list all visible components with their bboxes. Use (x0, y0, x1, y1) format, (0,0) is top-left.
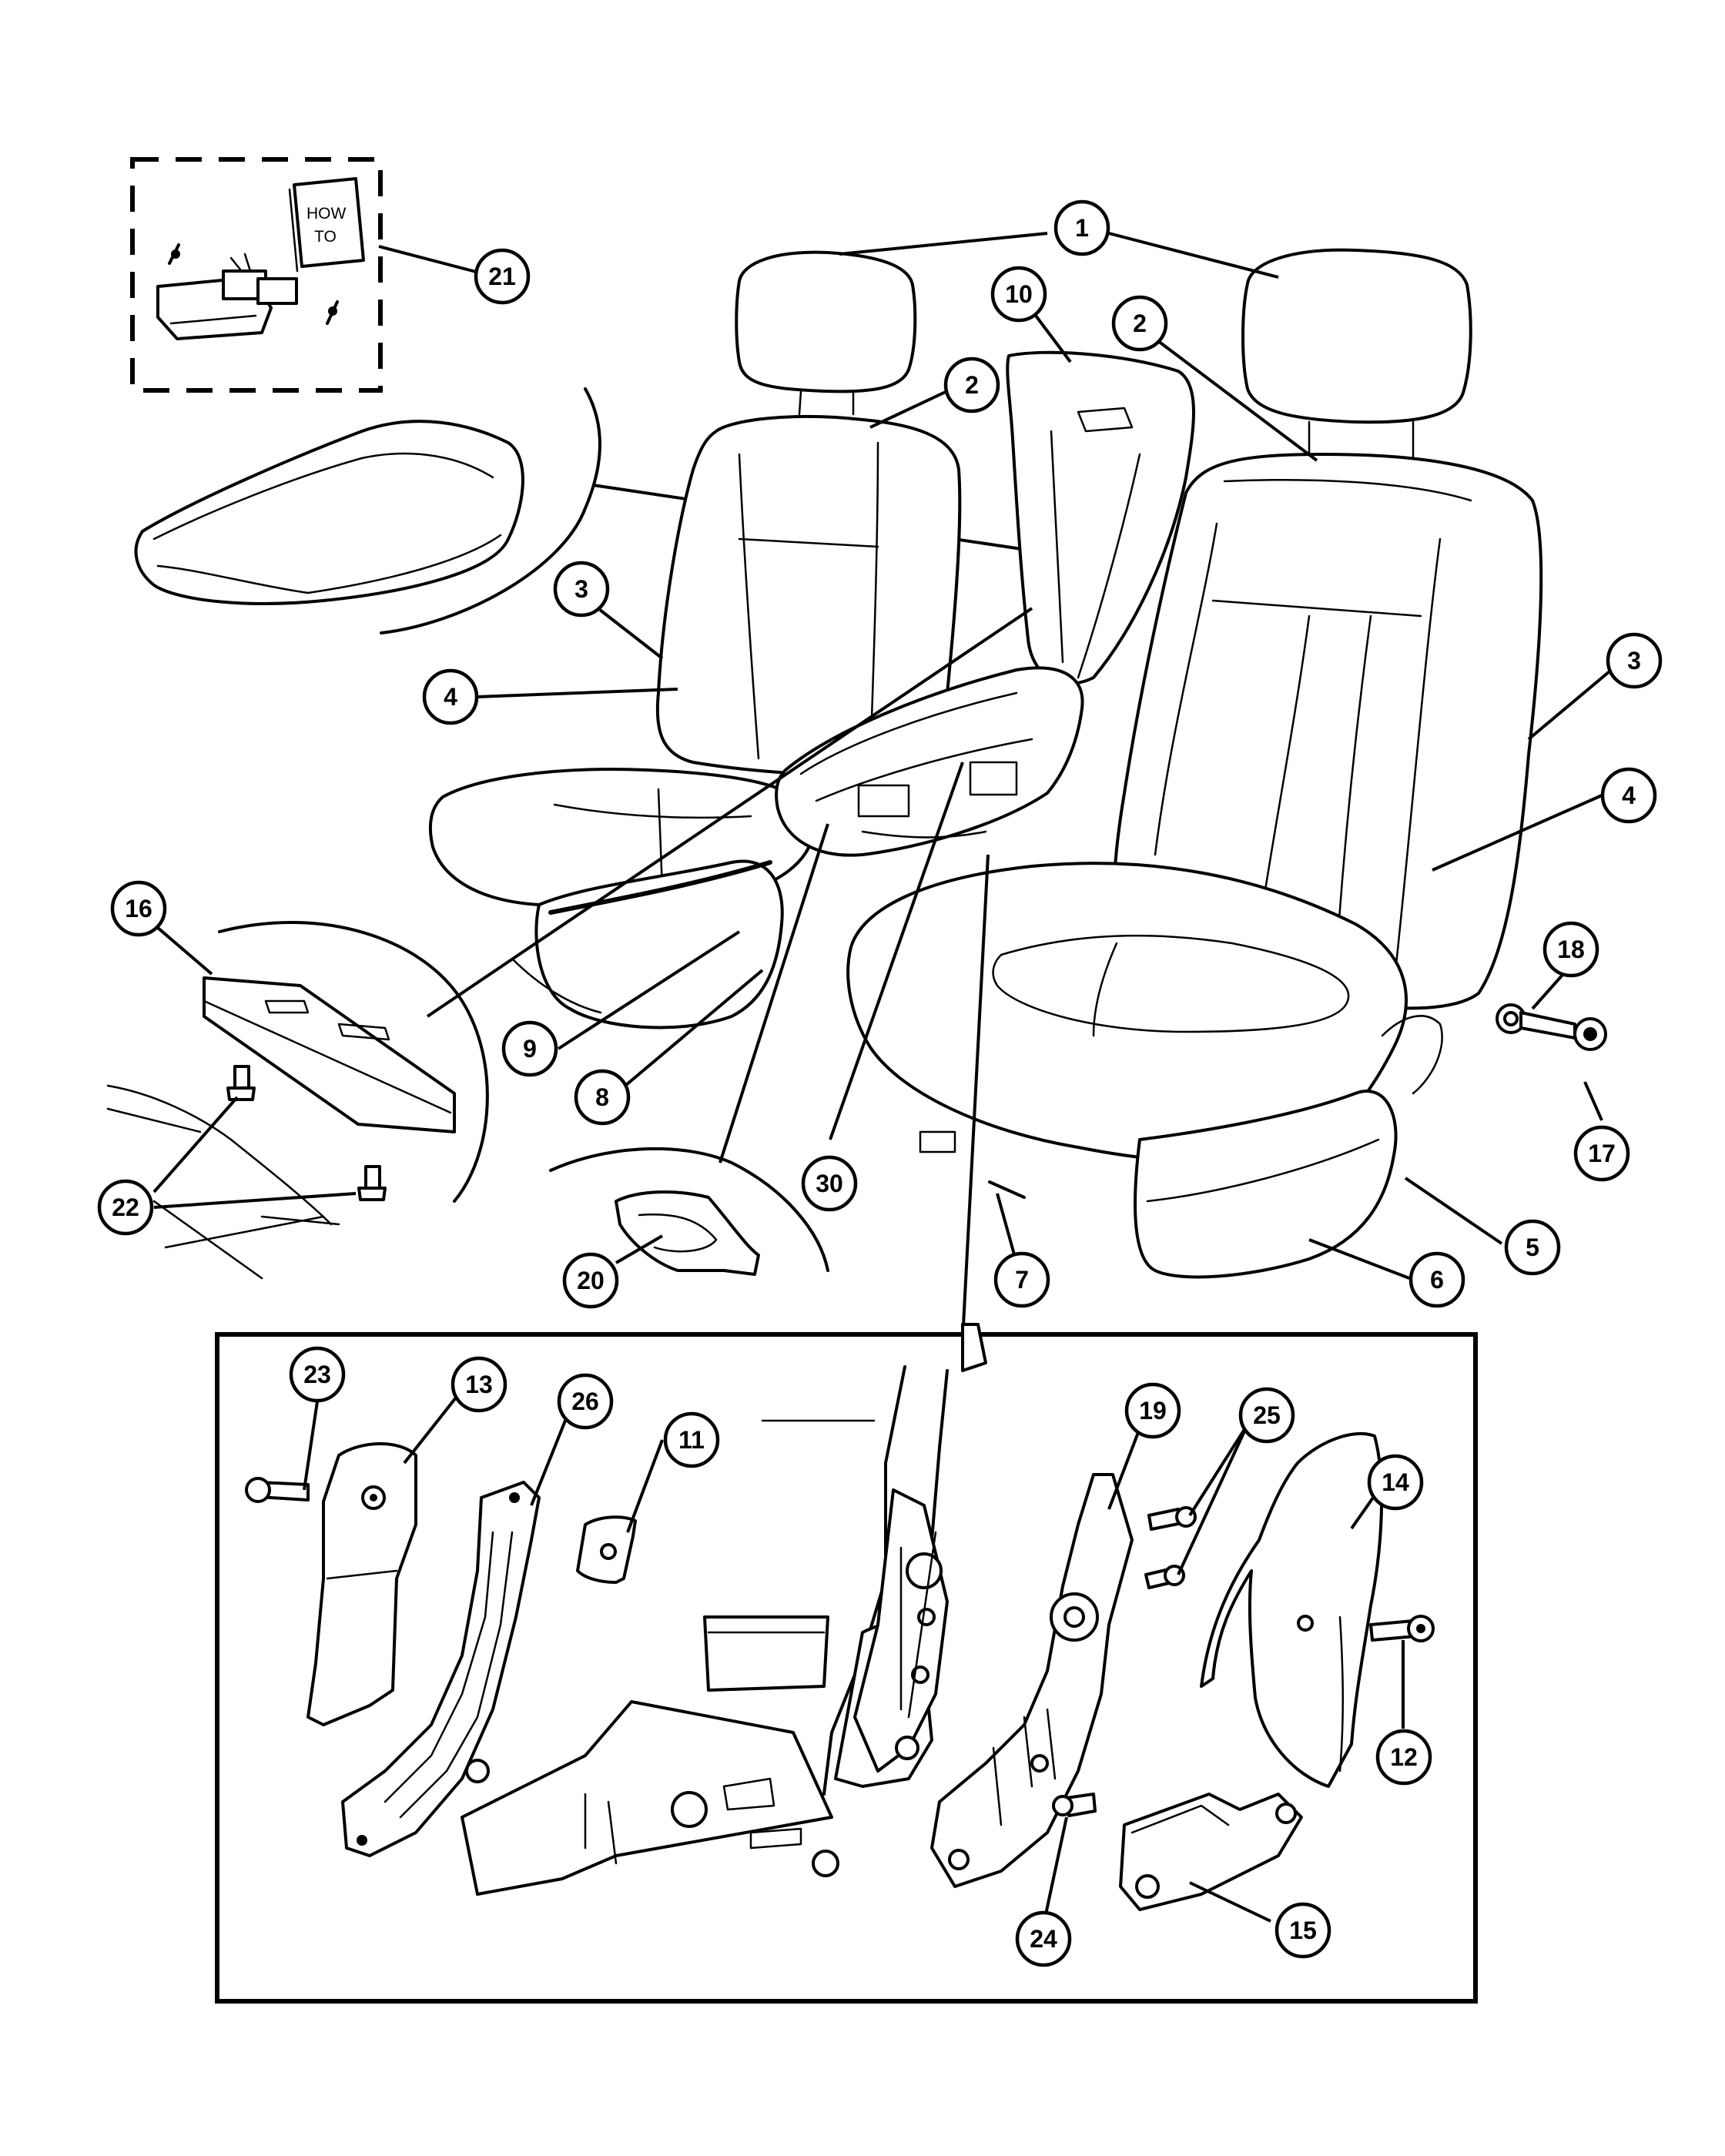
callout-label: 8 (595, 1083, 609, 1111)
callout-label: 13 (465, 1371, 493, 1398)
callout-19: 19 (1124, 1382, 1181, 1439)
callout-label: 9 (523, 1035, 537, 1063)
left-seat (428, 250, 962, 1029)
callout-label: 4 (1622, 782, 1636, 809)
instruction-booklet-icon: HOW TO (288, 177, 365, 273)
callout-label: 6 (1430, 1266, 1444, 1294)
callout-label: 15 (1289, 1917, 1317, 1944)
callout-3: 3 (553, 561, 610, 618)
callout-25: 25 (1238, 1387, 1295, 1444)
armrest-lid-detail (134, 387, 1033, 634)
booklet-line2: TO (314, 228, 337, 246)
callout-14: 14 (1367, 1454, 1424, 1511)
callout-label: 23 (303, 1361, 331, 1388)
callout-label: 24 (1030, 1925, 1057, 1953)
callout-label: 1 (1075, 214, 1089, 242)
callout-7: 7 (993, 1251, 1050, 1308)
repair-kit-box: HOW TO (130, 157, 383, 393)
latch-cover-detail (549, 1147, 829, 1276)
callout-2: 2 (943, 357, 1000, 413)
inset-parts (245, 1323, 1435, 1911)
callout-label: 11 (678, 1426, 705, 1454)
callout-label: 19 (1139, 1397, 1167, 1424)
callout-label: 14 (1382, 1468, 1409, 1496)
callout-label: 25 (1253, 1401, 1281, 1429)
callout-4: 4 (1600, 767, 1657, 824)
callout-6: 6 (1408, 1251, 1465, 1308)
callout-12: 12 (1375, 1729, 1432, 1786)
callout-label: 2 (965, 371, 979, 399)
callout-16: 16 (110, 880, 167, 937)
callout-15: 15 (1274, 1902, 1331, 1959)
callout-30: 30 (801, 1155, 858, 1212)
callout-11: 11 (663, 1411, 720, 1468)
callout-4: 4 (422, 668, 479, 725)
callout-23: 23 (289, 1346, 346, 1403)
recliner-mechanism-inset (215, 1332, 1478, 2004)
callout-2: 2 (1111, 295, 1168, 352)
callout-label: 3 (1627, 647, 1641, 675)
callout-label: 22 (112, 1194, 139, 1221)
center-console (775, 350, 1195, 857)
callout-9: 9 (501, 1020, 558, 1077)
callout-label: 21 (488, 263, 516, 290)
callout-10: 10 (990, 266, 1047, 323)
latch-kit-parts (156, 243, 339, 340)
callout-label: 2 (1133, 310, 1147, 337)
callout-label: 18 (1557, 936, 1585, 963)
callout-13: 13 (451, 1356, 507, 1413)
callout-label: 17 (1588, 1140, 1616, 1167)
trim-bezel-detail (106, 607, 1033, 1280)
callout-26: 26 (557, 1373, 614, 1430)
callout-18: 18 (1542, 921, 1599, 978)
callout-label: 12 (1390, 1743, 1418, 1771)
callout-20: 20 (562, 1252, 619, 1309)
callout-5: 5 (1504, 1219, 1561, 1276)
callout-24: 24 (1015, 1910, 1072, 1967)
side-fasteners (1496, 1003, 1607, 1051)
inset-leader-lines (303, 1388, 1405, 1926)
booklet-line1: HOW (306, 205, 347, 223)
callout-1: 1 (1053, 199, 1110, 256)
callout-3: 3 (1606, 632, 1663, 689)
callout-label: 3 (574, 575, 588, 603)
callout-label: 5 (1526, 1234, 1539, 1261)
callout-label: 26 (571, 1388, 599, 1415)
callout-label: 10 (1005, 280, 1033, 308)
callout-label: 7 (1015, 1266, 1029, 1294)
callout-22: 22 (97, 1179, 154, 1236)
callout-label: 30 (816, 1170, 843, 1197)
callout-label: 20 (577, 1267, 605, 1294)
callout-17: 17 (1573, 1125, 1630, 1182)
callout-label: 4 (444, 683, 457, 711)
leader-lines (152, 232, 1611, 1341)
callout-label: 16 (125, 895, 152, 922)
callout-21: 21 (474, 248, 531, 305)
callout-8: 8 (574, 1069, 631, 1126)
